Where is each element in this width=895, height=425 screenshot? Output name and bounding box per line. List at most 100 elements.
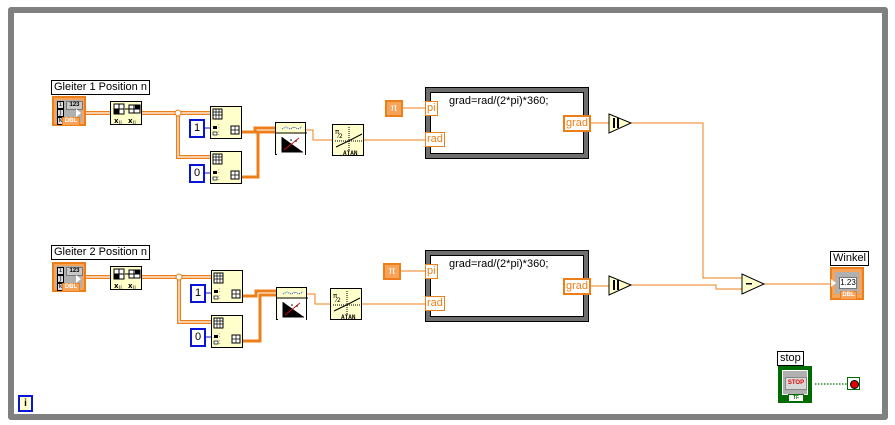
atan-node-top[interactable]: π⁄2 ATAN	[332, 124, 364, 157]
svg-text:x: x	[128, 282, 133, 290]
pi-constant-bottom[interactable]: π	[383, 263, 401, 280]
formula-input-rad-top[interactable]: rad	[425, 132, 445, 147]
indicator-winkel[interactable]: 1.23 DBL	[830, 267, 864, 300]
formula-output-grad-top[interactable]: grad	[563, 115, 592, 132]
index-constant-0-bottom[interactable]: 0	[190, 328, 206, 347]
output-terminal-arrow	[76, 275, 81, 283]
index-constant-1-top[interactable]: 1	[189, 119, 205, 138]
indicator-body: 1.23	[835, 272, 859, 294]
control-label-gleiter-2: Gleiter 2 Position n	[51, 245, 150, 260]
control-body: i j k 123	[56, 266, 83, 291]
loop-condition-terminal[interactable]	[847, 377, 860, 390]
transpose-icon: x ij x ji	[113, 103, 141, 126]
wire-top-index-consts[interactable]	[204, 127, 211, 174]
index-array-icon: : :	[212, 153, 240, 182]
stop-if-true-icon	[850, 380, 859, 389]
svg-text::: :	[219, 340, 221, 346]
numeric-glyph: 123	[66, 267, 83, 276]
linear-fit-node-bottom[interactable]	[276, 287, 308, 320]
wire-bottom-fit-to-atan[interactable]	[307, 293, 428, 305]
svg-text::: :	[219, 333, 221, 339]
index-constant-1-bottom[interactable]: 1	[190, 284, 206, 303]
transpose-array-node[interactable]: x ij x ji	[110, 266, 142, 291]
index-array-node-bottom-0[interactable]: : :	[211, 315, 243, 348]
dbl-badge: DBL	[62, 283, 80, 292]
abs-node-top[interactable]	[608, 113, 633, 134]
wire-top-grad[interactable]	[589, 122, 742, 279]
indicator-value: 1.23	[839, 277, 857, 289]
linear-fit-icon	[277, 291, 308, 320]
svg-text:⁄2: ⁄2	[336, 133, 343, 140]
index-array-node-top-1[interactable]: : :	[210, 106, 242, 139]
wire-bottom-array[interactable]	[86, 273, 212, 324]
index-array-icon: : :	[213, 272, 241, 301]
output-terminal-arrow	[76, 109, 81, 117]
svg-text:ji: ji	[132, 285, 136, 291]
abs-node-bottom[interactable]	[608, 275, 633, 296]
wire-bottom-arrays-to-fit[interactable]	[243, 289, 277, 343]
svg-text:ji: ji	[132, 120, 136, 126]
wire-top-array[interactable]	[86, 109, 210, 159]
subtract-node[interactable]	[741, 273, 766, 295]
index-j: j	[57, 275, 64, 283]
wire-top-fit-to-atan[interactable]	[305, 129, 428, 141]
svg-text::: :	[218, 176, 220, 182]
svg-text::: :	[218, 124, 220, 130]
index-display: i j k	[57, 267, 64, 291]
atan-icon: π⁄2 ATAN	[335, 127, 363, 157]
index-array-icon: : :	[213, 317, 241, 346]
index-constant-0-top[interactable]: 0	[189, 164, 205, 183]
formula-input-rad-bottom[interactable]: rad	[425, 296, 445, 311]
indicator-label-winkel: Winkel	[830, 251, 870, 266]
index-array-node-bottom-1[interactable]: : :	[211, 270, 243, 303]
linear-fit-node-top[interactable]	[275, 122, 307, 155]
formula-output-grad-bottom[interactable]: grad	[563, 278, 592, 295]
svg-text::: :	[219, 288, 221, 294]
stop-button-control[interactable]: STOP TF	[778, 366, 812, 403]
dbl-badge: DBL	[62, 117, 80, 126]
stop-label: stop	[777, 351, 804, 366]
svg-text:π: π	[335, 128, 340, 136]
while-loop-frame[interactable]	[8, 7, 888, 420]
atan-label: ATAN	[343, 150, 358, 157]
control-gleiter-1-position[interactable]: i j k 123 DBL	[52, 96, 86, 126]
index-display: i j k	[57, 101, 64, 125]
formula-node-bottom[interactable]: grad=rad/(2*pi)*360;	[425, 250, 589, 322]
svg-text:x: x	[128, 117, 133, 125]
tf-badge: TF	[788, 394, 804, 402]
svg-text:⁄2: ⁄2	[334, 297, 341, 304]
index-array-node-top-0[interactable]: : :	[210, 151, 242, 184]
control-label-gleiter-1: Gleiter 1 Position n	[51, 80, 150, 95]
svg-text::: :	[219, 295, 221, 301]
svg-text:ij: ij	[119, 285, 122, 291]
atan-node-bottom[interactable]: π⁄2 ATAN	[330, 288, 362, 321]
svg-text:ij: ij	[119, 120, 122, 126]
index-array-icon: : :	[212, 108, 240, 137]
input-terminal-arrow	[831, 279, 836, 287]
transpose-icon: x ij x ji	[113, 268, 141, 291]
svg-text::: :	[218, 131, 220, 137]
index-i: i	[57, 101, 64, 109]
formula-expression[interactable]: grad=rad/(2*pi)*360;	[449, 95, 549, 107]
wire-bottom-index-consts[interactable]	[205, 292, 212, 338]
transpose-array-node[interactable]: x ij x ji	[110, 101, 142, 126]
svg-text:x: x	[114, 282, 119, 290]
atan-label: ATAN	[341, 314, 356, 321]
stop-button-glyph: STOP	[785, 377, 807, 390]
dbl-badge: DBL	[840, 291, 857, 300]
formula-input-pi-top[interactable]: pi	[425, 101, 438, 116]
formula-expression[interactable]: grad=rad/(2*pi)*360;	[449, 258, 549, 270]
wire-top-arrays-to-fit[interactable]	[242, 126, 276, 179]
index-j: j	[57, 109, 64, 117]
formula-input-pi-bottom[interactable]: pi	[425, 264, 438, 279]
pi-constant-top[interactable]: π	[385, 100, 403, 117]
numeric-glyph: 123	[66, 101, 83, 110]
atan-icon: π⁄2 ATAN	[333, 291, 361, 321]
formula-node-top[interactable]: grad=rad/(2*pi)*360;	[425, 87, 589, 159]
formula-node-body: grad=rad/(2*pi)*360;	[430, 92, 584, 154]
wire-bottom-grad[interactable]	[589, 284, 742, 290]
iteration-terminal[interactable]: i	[18, 395, 33, 412]
index-i: i	[57, 267, 64, 275]
control-gleiter-2-position[interactable]: i j k 123 DBL	[52, 262, 86, 292]
